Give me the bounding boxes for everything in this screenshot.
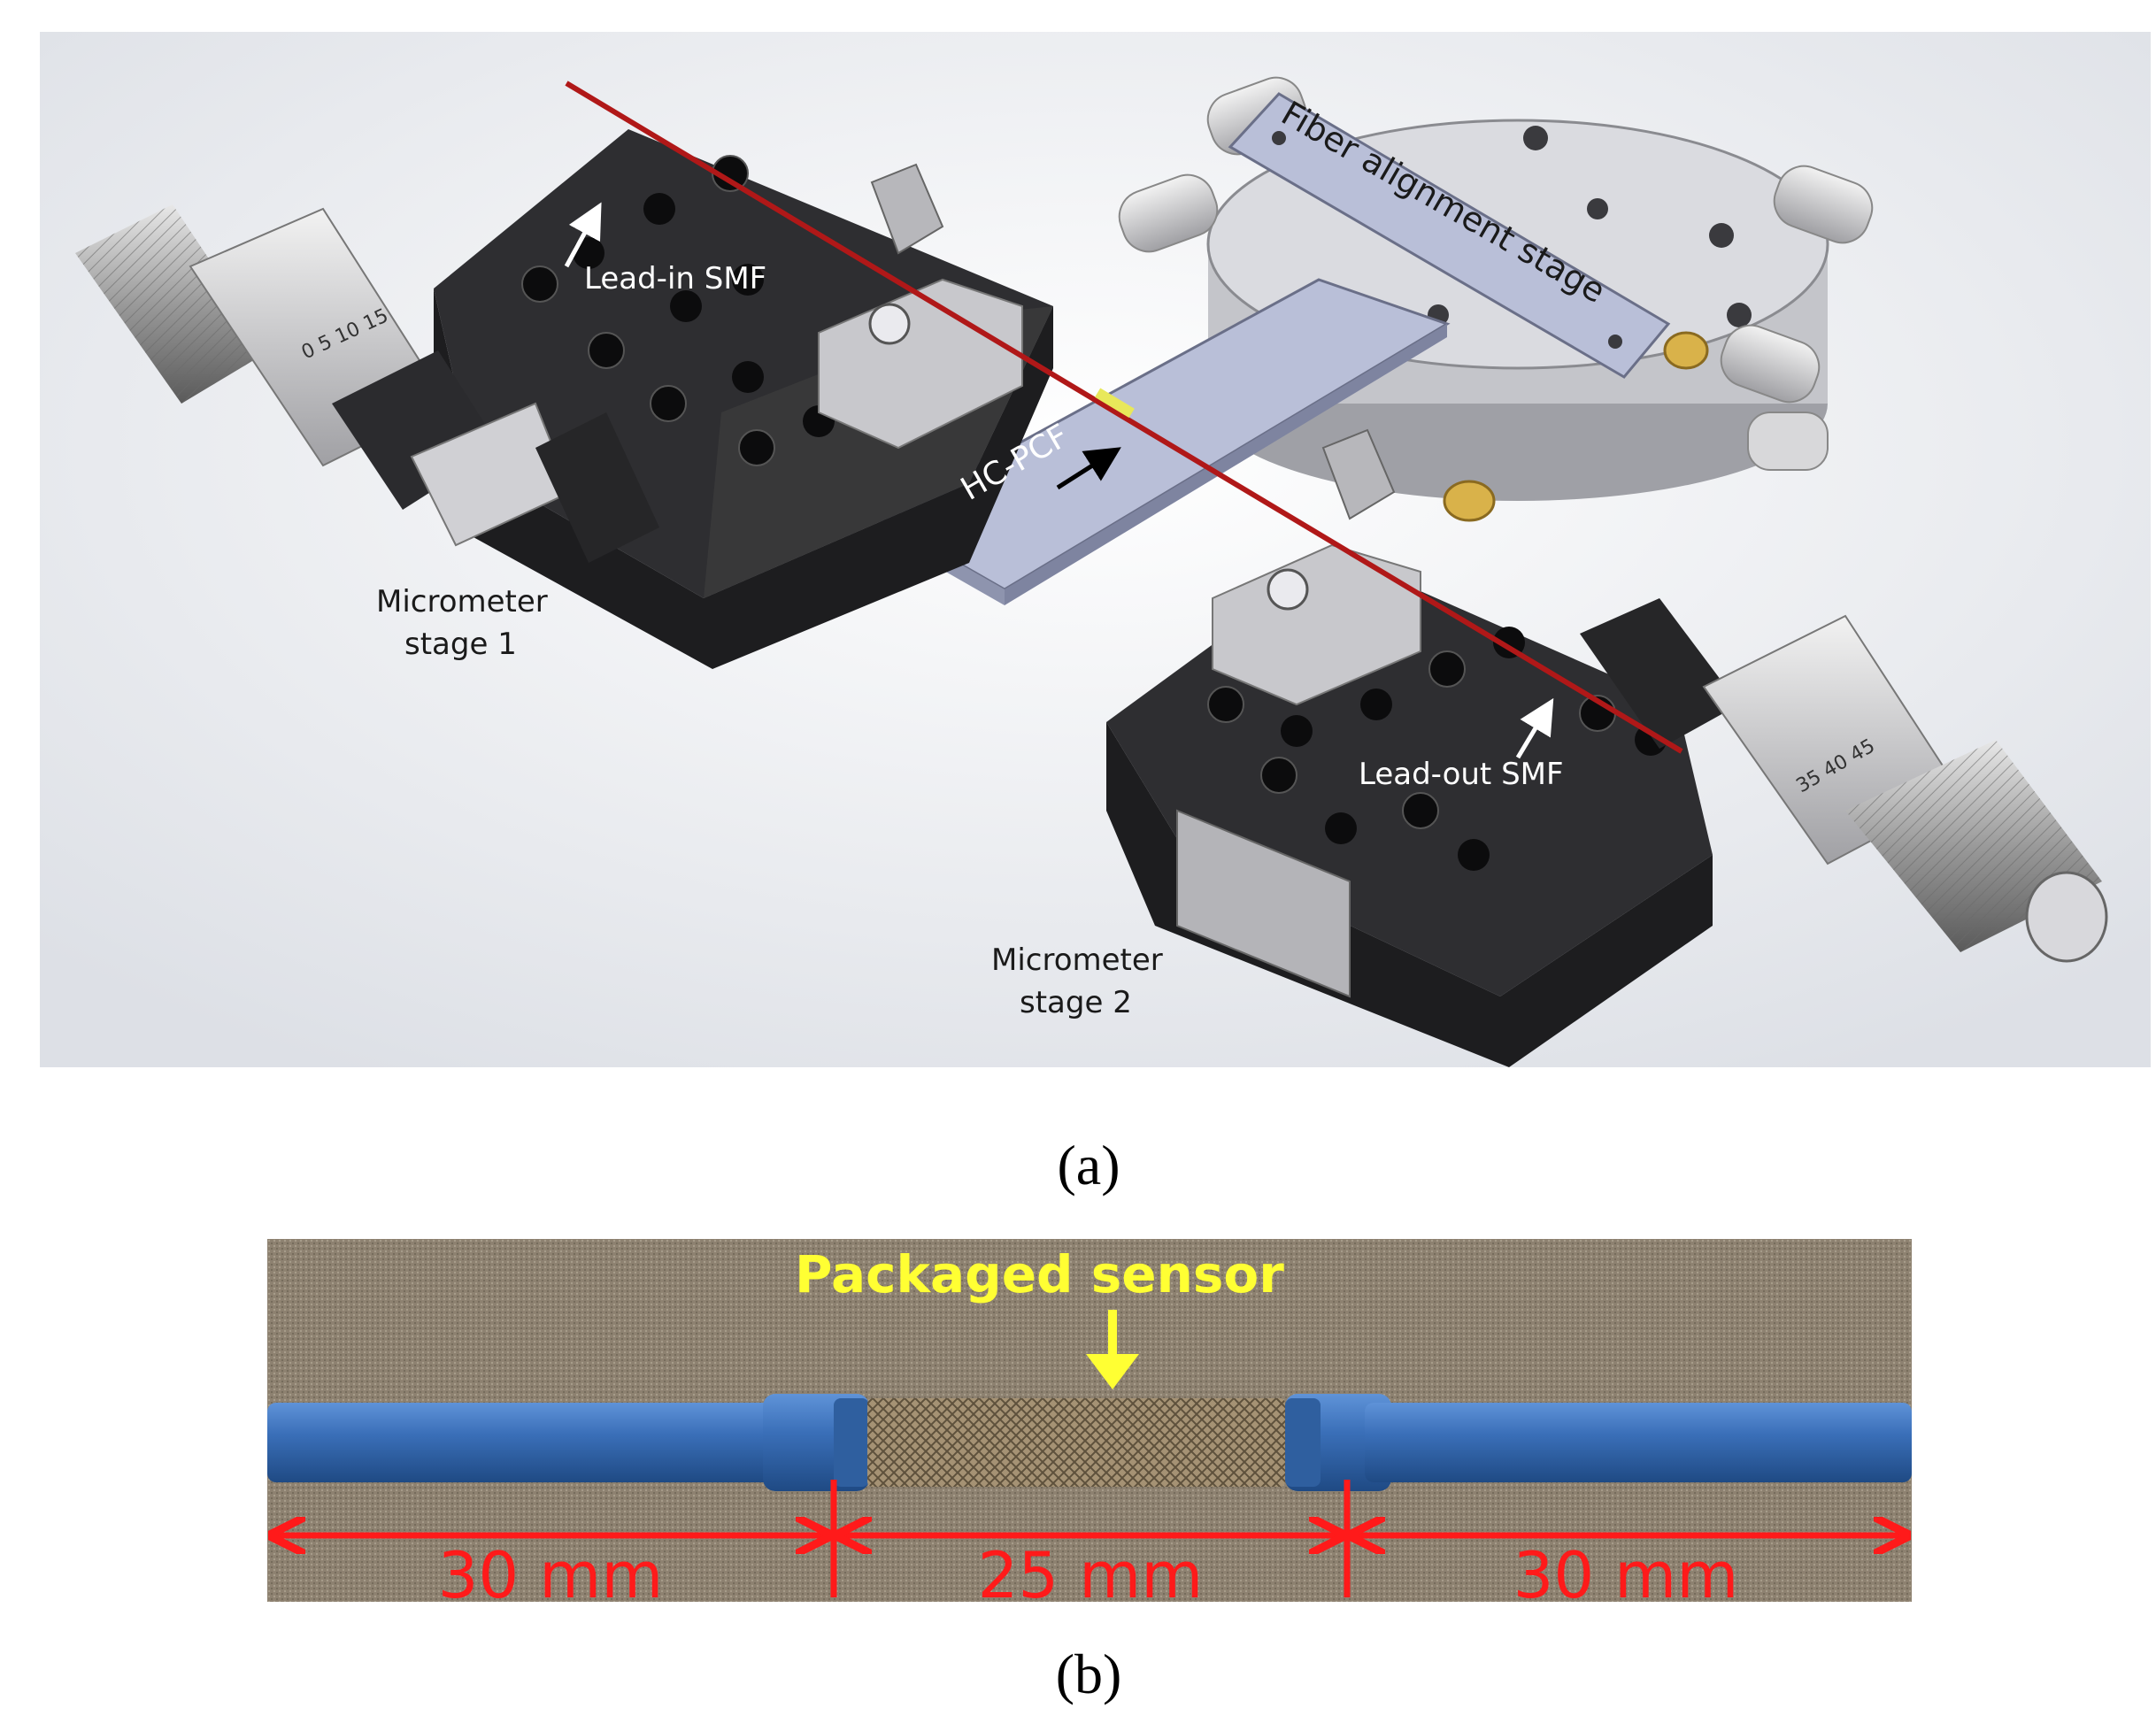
hc-pcf-segment bbox=[1095, 388, 1135, 418]
label-micrometer-stage-1-line2: stage 1 bbox=[404, 627, 517, 662]
label-lead-out-smf: Lead-out SMF bbox=[1359, 757, 1564, 792]
sensor-pointer-arrow-head bbox=[1086, 1354, 1139, 1389]
micrometer-head-1: 0 5 10 15 bbox=[75, 204, 659, 563]
label-micrometer-stage-2-line2: stage 2 bbox=[1020, 985, 1132, 1020]
hc-pcf-arrow bbox=[1056, 447, 1121, 490]
braided-sensor-sleeve bbox=[867, 1398, 1285, 1487]
label-micrometer-stage-1-line1: Micrometer bbox=[376, 584, 548, 619]
dimension-markers bbox=[274, 1480, 1905, 1597]
micrometer-stage-2 bbox=[1106, 428, 1713, 1067]
packaged-sensor-image: Packaged sensor 30 mm 25 mm 30 mm bbox=[267, 1239, 1912, 1612]
panel-a-setup-illustration: 0 5 10 15 35 40 45 Lead- bbox=[40, 32, 2151, 1067]
caption-a: (a) bbox=[1057, 1134, 1120, 1196]
fiber-alignment-plate bbox=[1228, 92, 1671, 379]
dim-label-right: 30 mm bbox=[1513, 1538, 1739, 1602]
lead-out-arrow bbox=[1515, 697, 1554, 759]
dim-label-middle: 25 mm bbox=[978, 1538, 1204, 1602]
packaged-sensor-title: Packaged sensor bbox=[795, 1244, 1284, 1304]
optical-fiber-line bbox=[565, 81, 1683, 754]
setup-rendering: 0 5 10 15 35 40 45 Lead- bbox=[40, 32, 2151, 1067]
label-micrometer-stage-2-line1: Micrometer bbox=[991, 942, 1163, 978]
micrometer-head-2: 35 40 45 bbox=[1580, 598, 2108, 963]
dim-label-left: 30 mm bbox=[438, 1538, 664, 1602]
caption-b: (b) bbox=[1055, 1643, 1122, 1705]
blue-cable bbox=[267, 1394, 1912, 1491]
label-lead-in-smf: Lead-in SMF bbox=[584, 261, 766, 296]
panel-b-packaged-sensor-photo: Packaged sensor 30 mm 25 mm 30 mm bbox=[267, 1239, 1912, 1612]
lead-in-arrow bbox=[564, 202, 602, 268]
